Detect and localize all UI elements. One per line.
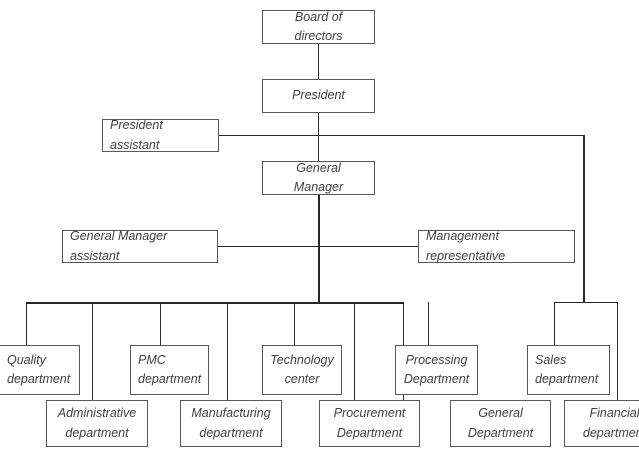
node-label: PMC department (138, 352, 202, 386)
edge-drop-sales (554, 302, 555, 346)
node-procurement-department[interactable]: Procurement Department (319, 400, 420, 447)
edge-right-group-bus (554, 302, 618, 303)
node-general-manager-assistant[interactable]: General Manager assistant (62, 229, 218, 263)
node-manufacturing-department[interactable]: Manufacturing department (180, 400, 282, 447)
node-label: President (292, 88, 345, 103)
edge-drop-quality (26, 302, 27, 346)
edge-president-to-gm (318, 112, 319, 161)
node-label: Quality department (7, 352, 71, 386)
node-pmc-department[interactable]: PMC department (130, 345, 209, 395)
node-administrative-department[interactable]: Administrative department (46, 400, 148, 447)
node-label: Board of directors (294, 9, 343, 43)
edge-department-bus (26, 302, 403, 304)
node-president[interactable]: President (262, 79, 375, 113)
node-sales-department[interactable]: Sales department (527, 345, 610, 395)
node-general-manager[interactable]: General Manager (262, 161, 375, 195)
edge-board-to-president (318, 44, 319, 79)
node-label: Financial department (582, 406, 639, 440)
edge-drop-administrative (92, 302, 93, 401)
edge-right-branch-riser (583, 135, 585, 302)
node-board-of-directors[interactable]: Board of directors (262, 10, 375, 44)
node-general-department[interactable]: General Department (450, 400, 551, 447)
edge-drop-procurement (354, 302, 355, 401)
node-financial-department[interactable]: Financial department (564, 400, 639, 447)
node-technology-center[interactable]: Technology center (262, 345, 342, 395)
edge-gm-assistant-horizontal (218, 246, 418, 247)
edge-gm-stem (318, 195, 320, 303)
node-label: Administrative department (57, 406, 137, 440)
edge-drop-manufacturing (227, 302, 228, 401)
node-quality-department[interactable]: Quality department (0, 345, 80, 395)
edge-drop-pmc (160, 302, 161, 346)
node-president-assistant[interactable]: President assistant (102, 118, 219, 152)
node-label: General Manager assistant (70, 229, 168, 263)
node-label: General Manager (293, 160, 344, 194)
node-label: President assistant (110, 118, 163, 152)
node-label: Manufacturing department (191, 406, 271, 440)
node-label: Management representative (426, 229, 506, 263)
edge-president-assistant-horizontal (219, 135, 584, 136)
node-label: Processing Department (403, 352, 470, 386)
node-management-representative[interactable]: Management representative (418, 229, 575, 263)
edge-drop-financial (617, 302, 618, 401)
node-processing-department[interactable]: Processing Department (395, 345, 478, 395)
edge-drop-processing (428, 302, 429, 346)
node-label: Sales department (535, 352, 599, 386)
node-label: Procurement Department (333, 406, 406, 440)
edge-drop-technology (294, 302, 295, 346)
node-label: General Department (467, 406, 534, 440)
node-label: Technology center (270, 352, 334, 386)
